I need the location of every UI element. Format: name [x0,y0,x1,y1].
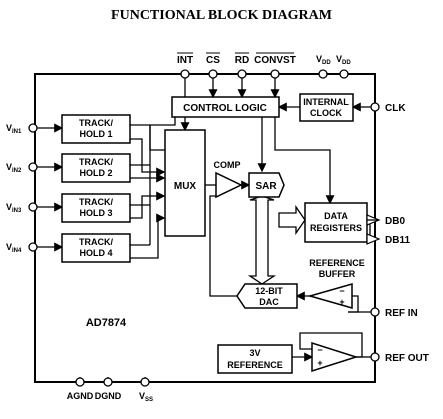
db11-arrow [366,233,381,245]
ref-out-amp-plus: + [317,358,322,368]
input-pins: VIN1 VIN2 VIN3 VIN4 [6,123,38,254]
blocks: CONTROL LOGIC INTERNAL CLOCK TRACK/ HOLD… [61,93,368,374]
dac-block [236,283,298,309]
pin-convst-label: CONVST [254,55,296,66]
data-registers-label-2: REGISTERS [310,223,362,233]
track-hold-4-label-b: HOLD 4 [79,248,112,258]
pin-int [180,69,190,79]
pin-rd-label: RD [235,55,249,66]
pin-ref-out [370,352,380,362]
track-hold-1-label-b: HOLD 1 [79,129,112,139]
vin3-label: VIN3 [6,202,22,214]
sar-block [248,172,285,198]
reference-buffer-symbol [307,283,353,309]
pin-vin1 [28,123,38,133]
agnd-label: AGND [67,391,94,401]
track-hold-2-label-b: HOLD 2 [79,168,112,178]
vin1-label: VIN1 [6,123,22,135]
pin-vdd-1 [318,69,328,79]
reference-3v-block [217,344,293,374]
part-number-label: AD7874 [86,317,127,329]
vin2-label: VIN2 [6,162,22,174]
track-hold-1-label-a: TRACK/ [79,118,113,128]
track-hold-3-block [61,193,131,223]
track-hold-3-label-a: TRACK/ [79,197,113,207]
pin-clk [370,102,380,112]
sar-dac-bus [247,195,306,285]
pin-rd [237,69,247,79]
pin-agnd [75,377,85,387]
pin-vdd-2-label: VDD [336,54,351,66]
top-pins: INT CS RD CONVST VDD VDD [177,52,351,79]
dgnd-label: DGND [95,391,122,401]
control-logic-label: CONTROL LOGIC [183,103,267,114]
pin-dgnd [103,377,113,387]
pin-convst [270,69,280,79]
pin-vdd-1-label: VDD [316,54,331,66]
comparator-label: COMP [214,160,241,170]
chip-outline [34,73,376,383]
pin-vss [140,377,150,387]
dac-label-2: DAC [259,297,279,307]
ref-buffer-minus: − [339,286,344,296]
track-hold-2-label-a: TRACK/ [79,157,113,167]
mux-label: MUX [174,181,197,192]
comparator-symbol [215,171,243,199]
sar-label: SAR [255,181,277,192]
reference-3v-label-1: 3V [249,348,260,358]
ref-out-label: REF OUT [385,353,429,364]
reference-3v-label-2: REFERENCE [227,360,283,370]
db0-label: DB0 [385,216,405,227]
ref-out-amplifier-symbol [311,341,359,373]
track-hold-4-label-a: TRACK/ [79,237,113,247]
pin-vin4 [28,242,38,252]
track-hold-4-block [61,233,131,263]
internal-clock-label-2: CLOCK [310,108,342,118]
track-hold-2-block [61,153,131,183]
internal-clock-block [299,93,354,122]
mux-block [164,129,206,237]
pin-cs [208,69,218,79]
bottom-pins: AGND DGND VSS [67,377,153,403]
ref-in-label: REF IN [385,308,418,319]
track-hold-1-block [61,114,131,144]
vss-label: VSS [139,391,153,403]
diagram-title: FUNCTIONAL BLOCK DIAGRAM [111,8,332,23]
reference-buffer-label-1: REFERENCE [309,258,365,268]
db11-label: DB11 [385,235,410,246]
control-logic-block [171,96,280,118]
pin-vin3 [28,202,38,212]
ref-out-amp-minus: − [317,345,322,355]
wires [37,78,371,382]
internal-clock-label-1: INTERNAL [303,97,349,107]
data-registers-block [304,202,368,243]
track-hold-3-label-b: HOLD 3 [79,208,112,218]
right-pins: CLK DB0 DB11 REF IN REF OUT [366,102,429,364]
pin-int-label: INT [177,55,193,66]
pin-vin2 [28,162,38,172]
pin-ref-in [370,307,380,317]
ref-buffer-plus: + [339,297,344,307]
dac-label-1: 12-BIT [255,286,283,296]
reference-buffer-label-2: BUFFER [319,269,356,279]
vin4-label: VIN4 [6,242,22,254]
pin-cs-label: CS [206,55,220,66]
data-registers-label-1: DATA [324,211,348,221]
pin-vdd-2 [339,69,349,79]
clk-label: CLK [385,103,406,114]
